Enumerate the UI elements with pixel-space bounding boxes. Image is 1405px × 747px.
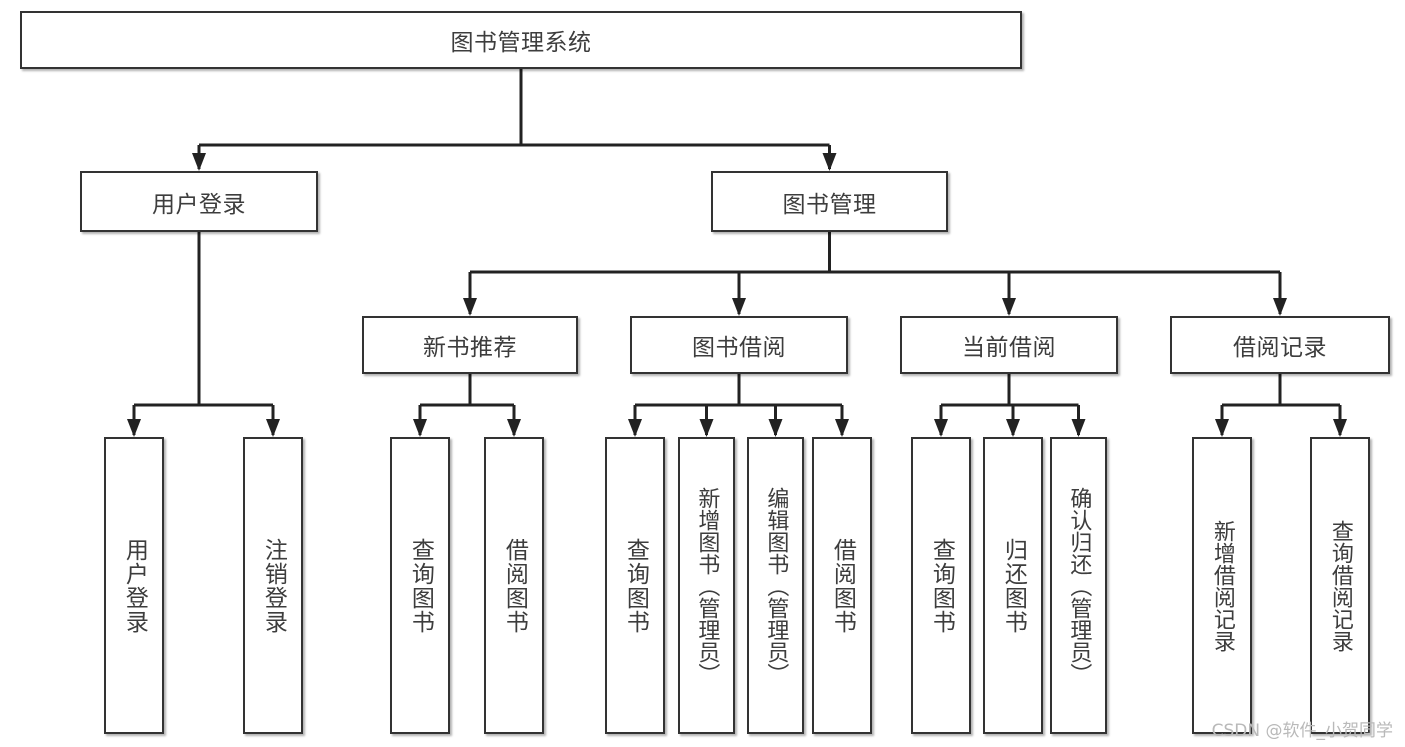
node-leaf-user-logout[interactable]: 注销登录 [243, 437, 303, 734]
node-label: 新增图书（管理员） [694, 486, 720, 685]
connector-arrowhead [507, 419, 521, 437]
connector-arrowhead [1071, 419, 1086, 437]
connector-arrowhead [699, 419, 714, 437]
node-leaf-edit-book-admin[interactable]: 编辑图书（管理员） [747, 437, 804, 734]
connector-arrowhead [628, 419, 642, 437]
node-leaf-borrow-book-rec[interactable]: 借阅图书 [484, 437, 544, 734]
connector-arrowhead [768, 419, 783, 437]
connector-arrowhead [822, 153, 837, 171]
connector-arrowhead [413, 419, 427, 437]
connector-arrowhead [835, 419, 849, 437]
node-leaf-query-book-current[interactable]: 查询图书 [911, 437, 971, 734]
connector-arrowhead [1002, 298, 1016, 316]
node-label: 查询借阅记录 [1327, 519, 1353, 652]
node-label: 用户登录 [152, 191, 246, 218]
node-label: 查询图书 [928, 537, 955, 634]
node-leaf-user-login[interactable]: 用户登录 [104, 437, 164, 734]
node-label: 查询图书 [622, 537, 649, 634]
node-label: 查询图书 [407, 537, 434, 634]
connector-arrowhead [1006, 419, 1020, 437]
node-leaf-query-book-borrow[interactable]: 查询图书 [605, 437, 665, 734]
node-leaf-add-borrow-record[interactable]: 新增借阅记录 [1192, 437, 1252, 734]
node-label: 借阅图书 [829, 537, 856, 634]
node-leaf-return-book[interactable]: 归还图书 [983, 437, 1043, 734]
node-book-manage[interactable]: 图书管理 [711, 171, 948, 232]
node-borrow-record[interactable]: 借阅记录 [1170, 316, 1390, 374]
node-leaf-add-book-admin[interactable]: 新增图书（管理员） [678, 437, 735, 734]
connector-arrowhead [266, 419, 280, 437]
node-label: 注销登录 [260, 537, 287, 634]
node-user-login[interactable]: 用户登录 [80, 171, 318, 232]
node-label: 确认归还（管理员） [1066, 486, 1092, 685]
connector-arrowhead [192, 153, 206, 171]
node-leaf-query-book-rec[interactable]: 查询图书 [390, 437, 450, 734]
node-leaf-confirm-return-admin[interactable]: 确认归还（管理员） [1050, 437, 1107, 734]
node-label: 当前借阅 [962, 335, 1056, 361]
node-label: 新增借阅记录 [1209, 519, 1235, 652]
node-leaf-borrow-book[interactable]: 借阅图书 [812, 437, 872, 734]
node-label: 借阅记录 [1233, 335, 1327, 361]
node-label: 图书管理系统 [450, 30, 592, 56]
node-leaf-query-borrow-record[interactable]: 查询借阅记录 [1310, 437, 1370, 734]
node-label: 新书推荐 [423, 335, 517, 361]
node-root[interactable]: 图书管理系统 [20, 11, 1022, 69]
connector-arrowhead [127, 419, 141, 437]
node-label: 图书借阅 [692, 335, 786, 361]
connector-arrowhead [463, 298, 477, 316]
connector-arrowhead [1273, 298, 1287, 316]
connector-arrowhead [1333, 419, 1347, 437]
node-label: 图书管理 [782, 191, 877, 218]
node-book-borrow[interactable]: 图书借阅 [630, 316, 848, 374]
watermark-label: CSDN @软件_小贺同学 [1211, 721, 1393, 741]
node-label: 编辑图书（管理员） [763, 486, 789, 685]
node-current-borrow[interactable]: 当前借阅 [900, 316, 1118, 374]
node-label: 借阅图书 [501, 537, 528, 634]
node-new-book-recommend[interactable]: 新书推荐 [362, 316, 578, 374]
node-label: 用户登录 [121, 537, 148, 634]
connector-arrowhead [934, 419, 948, 437]
connector-arrowhead [1215, 419, 1229, 437]
connector-arrowhead [732, 298, 746, 316]
node-label: 归还图书 [1000, 537, 1027, 634]
